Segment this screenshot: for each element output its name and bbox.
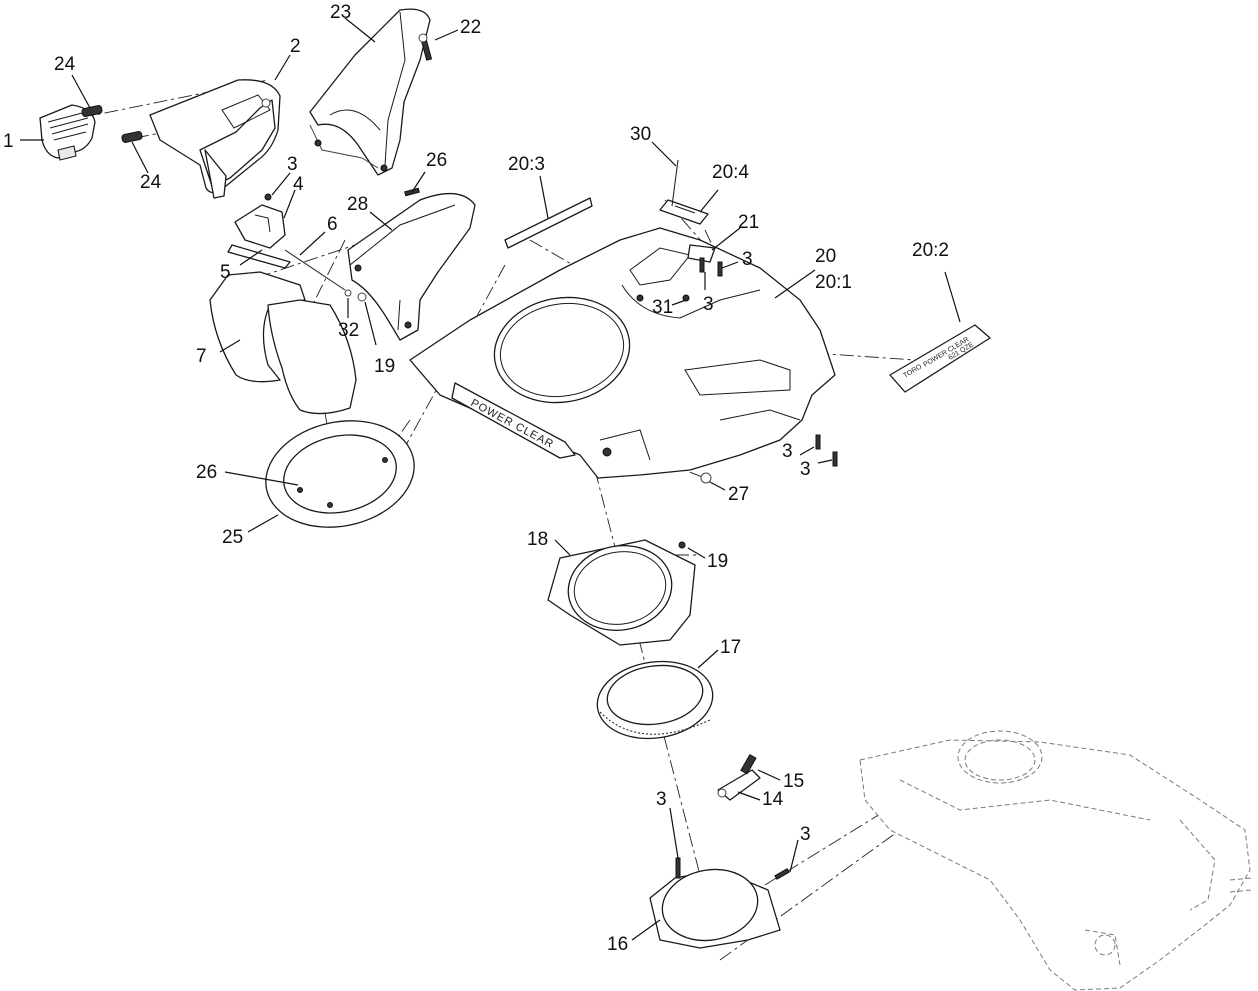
part-4-bracket — [234, 193, 286, 249]
part-31-bolts — [636, 294, 690, 302]
callout-3-d: 3 — [782, 441, 793, 462]
callout-26-top: 26 — [426, 150, 447, 171]
part-30-rod — [671, 159, 679, 207]
part-24-springs — [81, 105, 143, 143]
callout-30: 30 — [630, 124, 651, 145]
part-18-plate — [547, 539, 696, 646]
callout-3-b: 3 — [742, 249, 753, 270]
callout-19-a: 19 — [374, 356, 395, 377]
part-20-housing: POWER CLEAR — [409, 227, 836, 479]
callout-3-a: 3 — [287, 154, 298, 175]
part-20-2-decal: TORO POWER CLEAR 621 QZE — [889, 324, 991, 393]
callout-24-bottom: 24 — [140, 172, 162, 193]
part-20-4-decal — [659, 199, 709, 225]
callout-19-b: 19 — [707, 551, 728, 572]
callout-16: 16 — [607, 934, 628, 955]
part-6-rod — [284, 249, 346, 291]
callout-3-f: 3 — [656, 789, 667, 810]
callout-5: 5 — [220, 262, 231, 283]
part-20-3-decal — [504, 197, 593, 249]
callout-21: 21 — [738, 212, 759, 233]
part-19-washer — [357, 292, 367, 302]
part-23-upper-chute — [309, 8, 431, 176]
callout-27: 27 — [728, 484, 749, 505]
auger-housing-phantom — [859, 730, 1253, 991]
part-32-clip — [344, 289, 352, 297]
callout-4: 4 — [293, 174, 304, 195]
callout-22: 22 — [460, 17, 481, 38]
callout-2: 2 — [290, 36, 301, 57]
part-2-control-housing — [149, 79, 281, 199]
part-1-trigger — [39, 104, 96, 161]
part-14-lever — [717, 769, 761, 801]
callout-20-3: 20:3 — [508, 154, 545, 175]
assembly-lines — [79, 79, 1001, 961]
callout-23: 23 — [330, 2, 351, 23]
callout-20-4: 20:4 — [712, 162, 749, 183]
callouts: 1 24 2 24 3 4 5 6 7 23 22 26 28 32 19 20… — [3, 2, 949, 955]
part-17-ring-gear — [596, 660, 714, 740]
callout-14: 14 — [762, 789, 784, 810]
callout-31: 31 — [652, 297, 673, 318]
callout-1: 1 — [3, 131, 14, 152]
part-27-bolt — [700, 472, 712, 484]
part-25-ring — [265, 420, 415, 528]
callout-26-bottom: 26 — [196, 462, 217, 483]
part-21-bracket — [687, 244, 716, 263]
callout-20-1: 20:1 — [815, 272, 852, 293]
callout-15: 15 — [783, 771, 804, 792]
callout-32: 32 — [338, 320, 359, 341]
callout-28: 28 — [347, 194, 368, 215]
leader-lines — [20, 17, 961, 941]
part-15-spring — [740, 754, 757, 775]
callout-17: 17 — [720, 637, 741, 658]
callout-20-2: 20:2 — [912, 240, 949, 261]
part-5-plate — [227, 244, 291, 269]
callout-6: 6 — [327, 214, 338, 235]
part-22-screw — [418, 33, 433, 61]
callout-3-c: 3 — [703, 294, 714, 315]
callout-7: 7 — [196, 346, 207, 367]
callout-18: 18 — [527, 529, 548, 550]
part-16-lower-plate — [649, 857, 790, 949]
part-28-lower-chute — [347, 193, 476, 341]
part-3-bolts-housing — [699, 257, 838, 467]
callout-3-e: 3 — [800, 459, 811, 480]
callout-20: 20 — [815, 246, 836, 267]
callout-24-top: 24 — [54, 54, 76, 75]
callout-25: 25 — [222, 527, 243, 548]
callout-3-g: 3 — [800, 824, 811, 845]
part-7-deflector — [209, 271, 357, 415]
